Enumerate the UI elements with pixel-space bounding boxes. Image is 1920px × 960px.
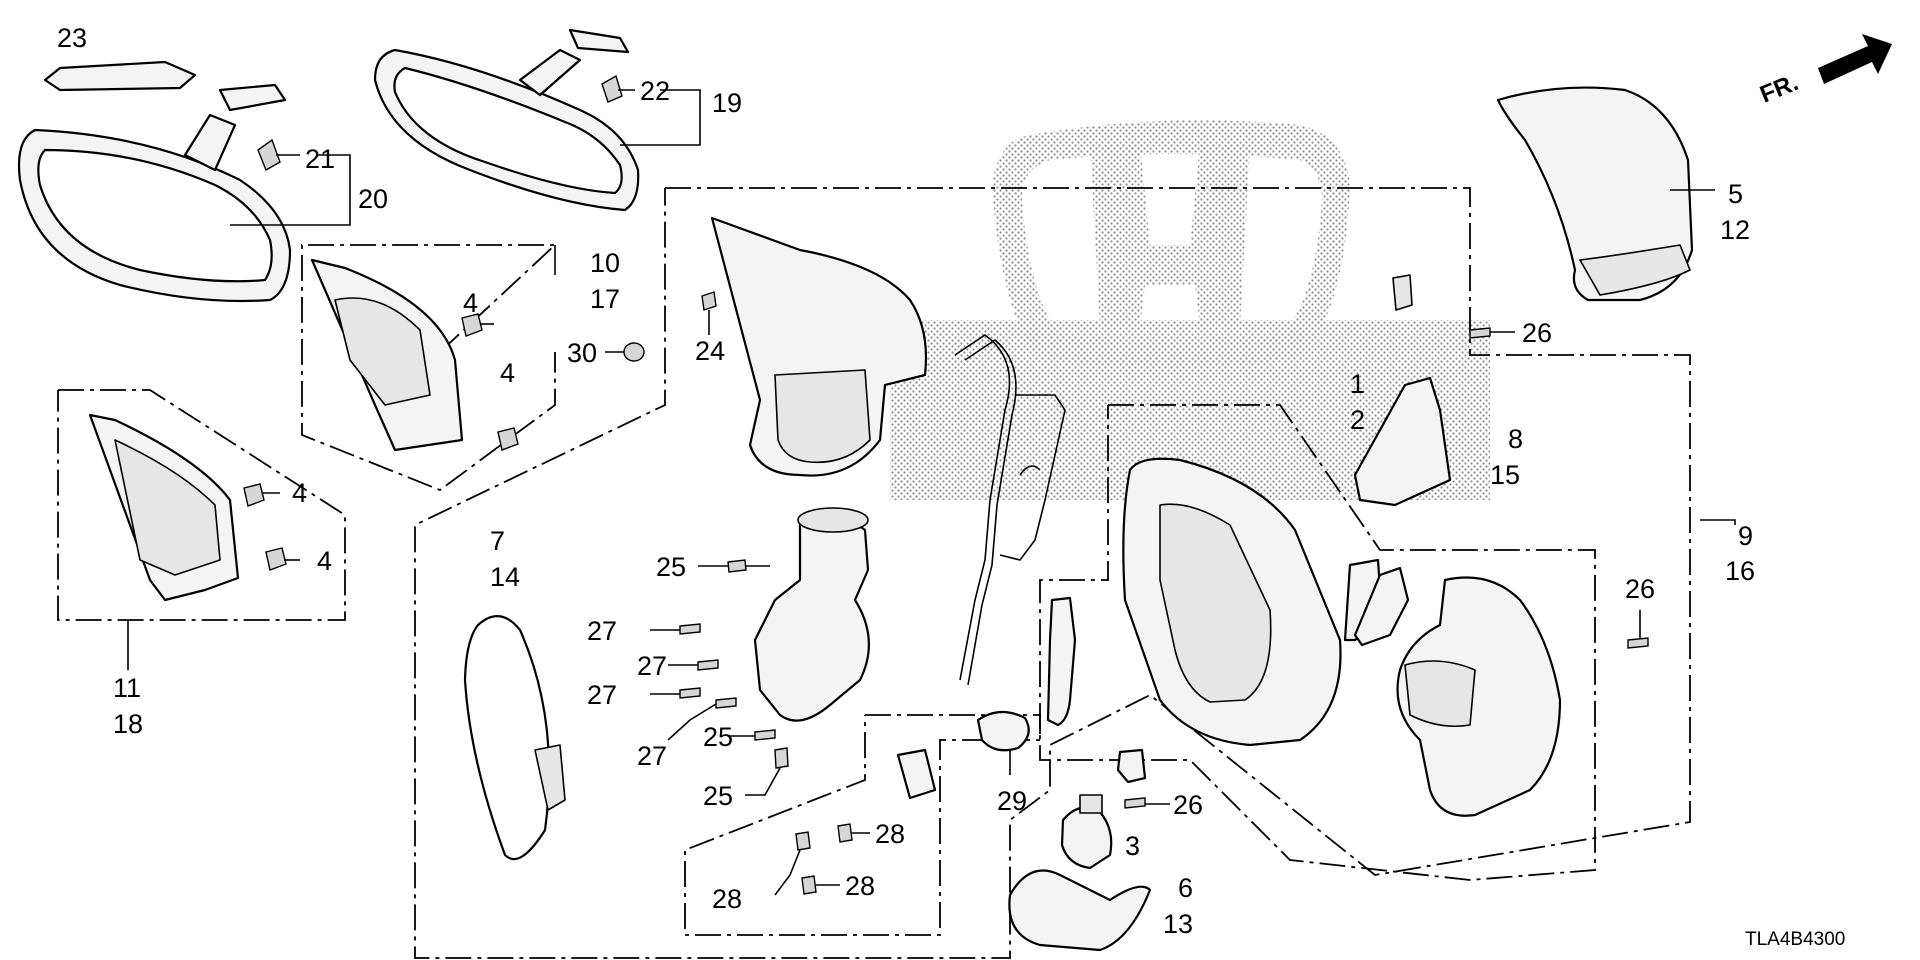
connector <box>1116 748 1147 784</box>
diagram-code: TLA4B4300 <box>1745 929 1845 950</box>
callout-23: 23 <box>57 23 87 53</box>
screw-28b <box>774 831 811 896</box>
mirror-base-24 <box>710 216 928 477</box>
callout-8: 8 <box>1508 424 1523 454</box>
callout-26a: 26 <box>1522 318 1552 348</box>
callout-18: 18 <box>113 709 143 739</box>
screw-22 <box>601 74 635 103</box>
callout-27c: 27 <box>587 680 617 710</box>
actuator-assembly <box>753 507 870 722</box>
spring-clip <box>1392 274 1413 311</box>
tube-connector <box>1046 596 1077 727</box>
callout-labels: 23 21 20 22 19 10 17 4 4 30 24 4 4 11 18… <box>57 23 1755 939</box>
callout-27b: 27 <box>637 651 667 681</box>
screw-27c <box>650 687 701 699</box>
screw-25c <box>745 747 789 796</box>
callout-6: 6 <box>1178 873 1193 903</box>
callout-28a: 28 <box>875 819 905 849</box>
callout-7: 7 <box>490 526 505 556</box>
callout-4d: 4 <box>317 546 332 576</box>
callout-16: 16 <box>1725 556 1755 586</box>
clip-4b <box>497 427 519 451</box>
callout-17: 17 <box>590 284 620 314</box>
callout-12: 12 <box>1720 215 1750 245</box>
rearview-mirror-20 <box>17 83 292 303</box>
callout-25a: 25 <box>656 552 686 582</box>
callout-30: 30 <box>567 338 597 368</box>
wire-harness <box>954 334 1066 686</box>
callout-28b: 28 <box>712 884 742 914</box>
block-28 <box>896 748 937 800</box>
screw-28c <box>801 875 840 895</box>
callout-3: 3 <box>1125 831 1140 861</box>
assembly-outlines <box>57 187 1691 959</box>
leader-lines <box>127 89 1736 670</box>
screw-27b <box>668 659 719 671</box>
callout-29: 29 <box>997 786 1027 816</box>
callout-14: 14 <box>490 562 520 592</box>
camera-3 <box>1060 794 1113 870</box>
front-label: FR. <box>1756 69 1802 109</box>
screw-21 <box>257 138 300 172</box>
screw-26b <box>1627 610 1649 649</box>
grommet-30 <box>605 342 645 362</box>
clip-4d <box>265 547 300 571</box>
callout-10: 10 <box>590 248 620 278</box>
mount-bracket-23 <box>43 60 197 92</box>
clip-29 <box>976 710 1030 775</box>
callout-2: 2 <box>1350 405 1365 435</box>
callout-1: 1 <box>1350 369 1365 399</box>
callout-20: 20 <box>358 184 388 214</box>
turn-signal-1-2 <box>1353 376 1452 507</box>
callout-22: 22 <box>640 76 670 106</box>
screw-25b <box>728 729 776 741</box>
garnish-10-17 <box>310 258 464 452</box>
callout-4c: 4 <box>292 478 307 508</box>
callout-25b: 25 <box>703 722 733 752</box>
front-direction-arrow: FR. <box>1756 34 1892 109</box>
callout-9: 9 <box>1738 521 1753 551</box>
callout-24: 24 <box>695 336 725 366</box>
callout-5: 5 <box>1728 179 1743 209</box>
lower-cover-8-15 <box>1396 576 1562 817</box>
screw-27a <box>650 623 701 635</box>
callout-25c: 25 <box>703 781 733 811</box>
callout-28c: 28 <box>845 871 875 901</box>
callout-26b: 26 <box>1625 574 1655 604</box>
callout-19: 19 <box>712 88 742 118</box>
clip-4c <box>243 483 280 507</box>
callout-15: 15 <box>1490 460 1520 490</box>
screw-26c <box>1124 797 1170 809</box>
clip-4a <box>461 313 494 337</box>
camera-cover-6-13 <box>1008 869 1152 952</box>
callout-13: 13 <box>1163 909 1193 939</box>
mirror-cap-5-12 <box>1496 86 1694 302</box>
screw-26a <box>1469 327 1515 339</box>
rearview-mirror-19 <box>373 28 640 212</box>
callout-26c: 26 <box>1173 790 1203 820</box>
callout-4a: 4 <box>463 288 478 318</box>
screw-24 <box>701 291 717 335</box>
callout-27d: 27 <box>637 741 667 771</box>
screw-27d <box>667 697 737 741</box>
callout-11: 11 <box>113 673 141 703</box>
callout-4b: 4 <box>500 358 515 388</box>
mirror-glass-7-14 <box>463 615 566 861</box>
garnish-11-18 <box>88 413 240 602</box>
screw-25a <box>698 559 770 573</box>
mirror-housing-frame <box>1122 457 1384 747</box>
screw-28a <box>837 823 870 843</box>
callout-27a: 27 <box>587 616 617 646</box>
small-bracket <box>1353 566 1410 647</box>
callout-21: 21 <box>305 144 335 174</box>
